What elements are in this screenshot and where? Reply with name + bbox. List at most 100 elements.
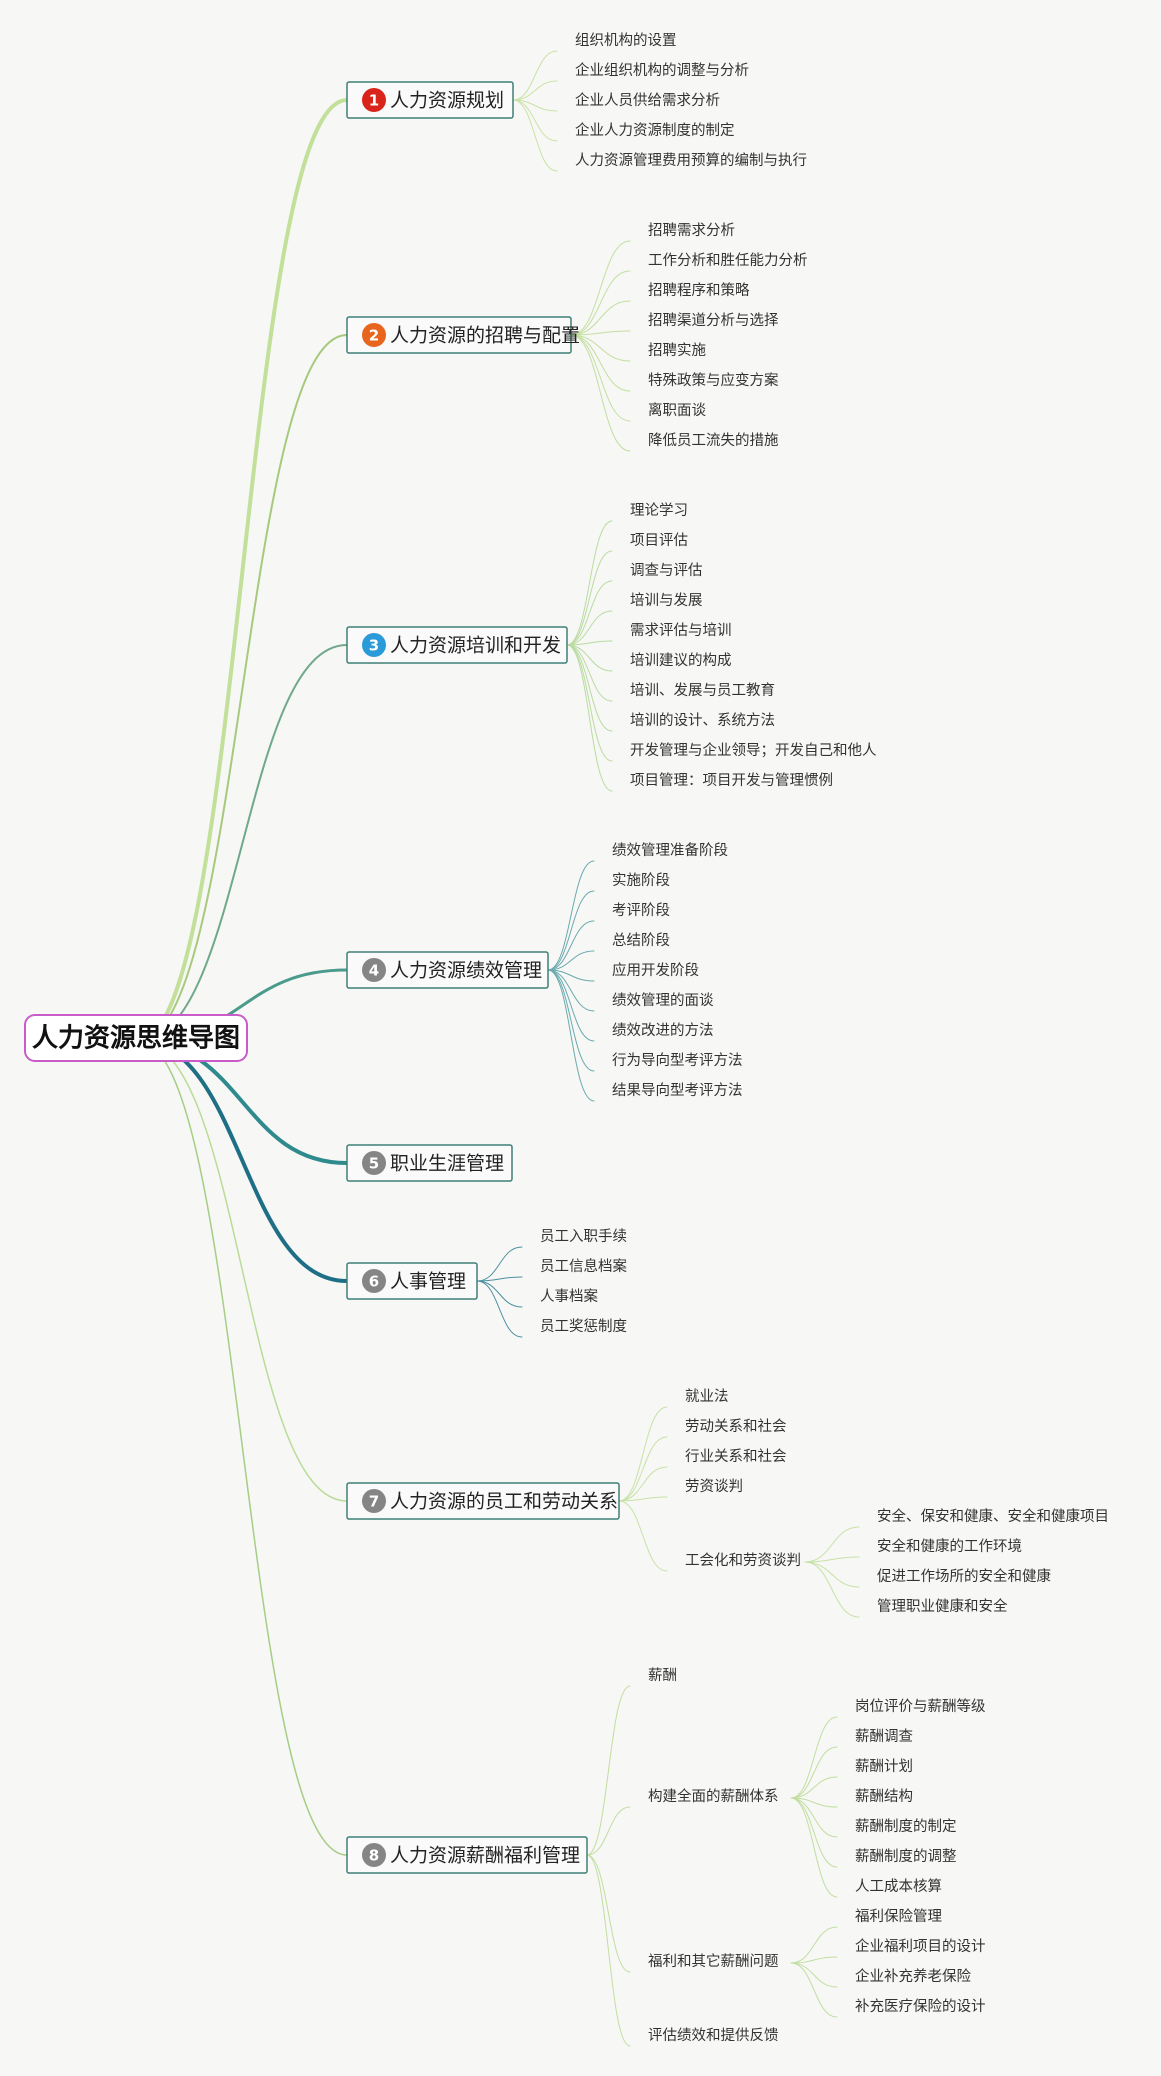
topic-label: 人力资源培训和开发 (390, 635, 561, 657)
child-item: 招聘程序和策略 (648, 282, 750, 299)
child-item: 特殊政策与应变方案 (648, 371, 779, 389)
child-item: 劳资谈判 (685, 1478, 743, 1495)
topic-box (346, 1836, 588, 1874)
grandchild-item: 薪酬制度的调整 (855, 1848, 957, 1865)
topic-label: 人力资源薪酬福利管理 (390, 1845, 580, 1867)
grandchild-connector (790, 1962, 838, 1988)
child-item: 行为导向型考评方法 (612, 1052, 743, 1069)
grandchild-item: 薪酬结构 (855, 1788, 913, 1805)
child-connector (618, 1496, 668, 1502)
subtopic-label: 薪酬 (648, 1667, 677, 1684)
child-connector (512, 99, 558, 172)
topic-node-3[interactable]: 3 人力资源培训和开发 (346, 626, 568, 664)
child-item: 降低员工流失的措施 (648, 432, 779, 449)
child-connector (566, 644, 613, 702)
grandchild-item: 福利保险管理 (855, 1908, 942, 1925)
child-connector (570, 240, 631, 336)
child-connector (547, 969, 595, 1072)
child-item: 工作分析和胜任能力分析 (648, 252, 808, 269)
child-item: 培训与发展 (630, 592, 703, 609)
topic-label: 人力资源规划 (390, 90, 504, 112)
child-item: 人事档案 (540, 1287, 598, 1305)
child-connector (512, 99, 558, 142)
grandchild-item: 管理职业健康和安全 (877, 1597, 1008, 1615)
child-item: 劳动关系和社会 (685, 1418, 787, 1435)
badge-number: 4 (369, 962, 379, 980)
child-item: 培训、发展与员工教育 (630, 682, 775, 699)
topic-node-6[interactable]: 6 人事管理 (346, 1262, 478, 1300)
child-item: 员工入职手续 (540, 1228, 627, 1245)
child-connector (547, 969, 595, 1102)
child-connector (547, 860, 595, 971)
child-connector (586, 1685, 631, 1856)
child-connector (618, 1436, 668, 1502)
child-connector (566, 644, 613, 792)
child-item: 绩效改进的方法 (612, 1022, 714, 1039)
number-badge (362, 633, 386, 657)
root-node[interactable]: 人力资源思维导图 (24, 1014, 248, 1062)
topic-box (346, 626, 568, 664)
grandchild-connector (804, 1556, 860, 1563)
child-connector (476, 1246, 523, 1282)
grandchild-connector (790, 1962, 838, 2018)
root-topic-connector (136, 1039, 349, 1283)
grandchild-item: 薪酬调查 (855, 1728, 913, 1745)
child-connector (566, 580, 613, 646)
child-item: 人力资源管理费用预算的编制与执行 (575, 152, 807, 169)
grandchild-item: 岗位评价与薪酬等级 (855, 1697, 986, 1715)
child-connector (566, 520, 613, 646)
child-connector (476, 1276, 523, 1282)
child-connector (570, 300, 631, 336)
number-badge (362, 1489, 386, 1513)
child-item: 需求评估与培训 (630, 622, 732, 639)
topic-label: 职业生涯管理 (390, 1153, 504, 1175)
child-connector (570, 334, 631, 362)
child-item: 行业关系和社会 (685, 1448, 787, 1465)
grandchild-item: 企业补充养老保险 (855, 1967, 971, 1985)
child-connector (566, 644, 613, 762)
child-item: 培训的设计、系统方法 (630, 712, 775, 729)
badge-number: 6 (369, 1273, 379, 1291)
topic-node-4[interactable]: 4 人力资源绩效管理 (346, 951, 549, 989)
child-item: 理论学习 (630, 502, 688, 519)
grandchild-connector (790, 1797, 838, 1868)
grandchild-item: 企业福利项目的设计 (855, 1937, 986, 1955)
grandchild-item: 促进工作场所的安全和健康 (877, 1567, 1051, 1585)
child-item: 实施阶段 (612, 872, 670, 889)
child-item: 项目管理：项目开发与管理惯例 (630, 772, 833, 789)
number-badge (362, 1843, 386, 1867)
child-item: 应用开发阶段 (612, 961, 699, 979)
child-connector (547, 969, 595, 1042)
child-item: 绩效管理准备阶段 (612, 842, 728, 859)
child-connector (570, 334, 631, 452)
topic-box (346, 81, 514, 119)
root-box (24, 1014, 248, 1062)
badge-number: 3 (369, 637, 379, 655)
child-item: 总结阶段 (612, 932, 670, 949)
child-item: 培训建议的构成 (630, 652, 732, 669)
number-badge (362, 958, 386, 982)
grandchild-connector (790, 1956, 838, 1964)
child-connector (566, 610, 613, 646)
child-item: 员工信息档案 (540, 1257, 627, 1275)
child-connector (476, 1280, 523, 1308)
grandchild-item: 补充医疗保险的设计 (855, 1998, 986, 2015)
grandchild-connector (790, 1926, 838, 1964)
topic-label: 人事管理 (390, 1271, 466, 1293)
grandchild-connector (804, 1526, 860, 1563)
child-connector (566, 550, 613, 646)
child-item: 离职面谈 (648, 402, 706, 419)
child-item: 招聘渠道分析与选择 (648, 312, 779, 329)
grandchild-connector (804, 1561, 860, 1618)
root-topic-connector (137, 1040, 348, 1502)
grandchild-item: 薪酬制度的制定 (855, 1818, 957, 1835)
topic-label: 人力资源绩效管理 (390, 960, 542, 982)
root-title: 人力资源思维导图 (32, 1023, 240, 1054)
root-topic-connector (137, 644, 348, 1042)
